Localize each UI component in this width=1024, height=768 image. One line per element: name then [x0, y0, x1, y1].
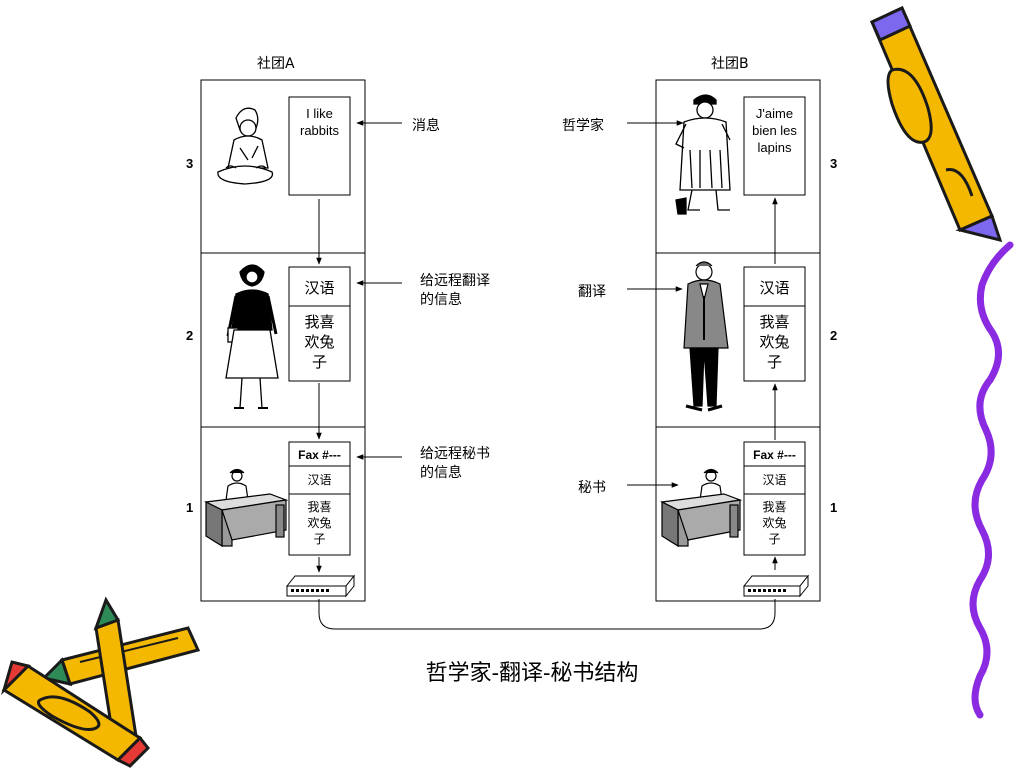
modem-left-icon [285, 574, 356, 598]
right-message-text: J'aime bien les lapins [752, 106, 797, 155]
modem-right-icon [742, 574, 810, 598]
pointer-arrows [356, 120, 684, 488]
right-fax-label: Fax #--- [753, 448, 796, 462]
left-fax-chinese-text: 我喜欢兔子 [307, 500, 332, 546]
left-fax-chinese-header: 汉语 [307, 473, 332, 487]
label-remote-secretary-info: 给远程秘书的信息 [420, 446, 490, 481]
network-link [318, 599, 776, 630]
layer-number-left-1: 1 [186, 500, 194, 515]
label-secretary: 秘书 [578, 480, 606, 496]
right-stack [655, 79, 821, 602]
pencils-bottom-left-icon [0, 596, 201, 768]
layer-number-right-3: 3 [830, 156, 838, 171]
title-group-b: 社团B [711, 56, 749, 72]
philosopher-right-icon [675, 94, 731, 215]
caption: 哲学家-翻译-秘书结构 [425, 661, 639, 686]
layer-number-left-3: 3 [186, 156, 194, 171]
layer-number-right-1: 1 [830, 500, 838, 515]
layer-number-left-2: 2 [186, 328, 194, 343]
label-philosopher: 哲学家 [562, 118, 604, 134]
label-translator: 翻译 [578, 284, 606, 300]
right-fax-chinese-header: 汉语 [762, 473, 787, 487]
purple-wave-decoration [969, 241, 1014, 719]
pencil-top-right-icon [870, 5, 1003, 243]
translator-right-icon [683, 261, 729, 412]
layer-number-right-2: 2 [830, 328, 838, 343]
translator-left-icon [225, 264, 279, 409]
left-message-text: I like rabbits [299, 106, 340, 138]
secretary-right-icon [659, 468, 743, 548]
philosopher-left-icon [217, 107, 274, 185]
label-remote-translator-info: 给远程翻译的信息 [420, 273, 490, 308]
flow-arrows [316, 197, 778, 573]
left-chinese-text: 我喜欢兔子 [304, 313, 335, 371]
right-chinese-text: 我喜欢兔子 [759, 313, 790, 371]
left-stack [200, 79, 366, 602]
left-chinese-header: 汉语 [304, 279, 335, 297]
secretary-left-icon [203, 468, 289, 548]
label-message: 消息 [412, 118, 440, 134]
right-chinese-header: 汉语 [759, 279, 790, 297]
right-fax-chinese-text: 我喜欢兔子 [762, 500, 787, 546]
left-fax-label: Fax #--- [298, 448, 341, 462]
title-group-a: 社团A [257, 56, 295, 72]
